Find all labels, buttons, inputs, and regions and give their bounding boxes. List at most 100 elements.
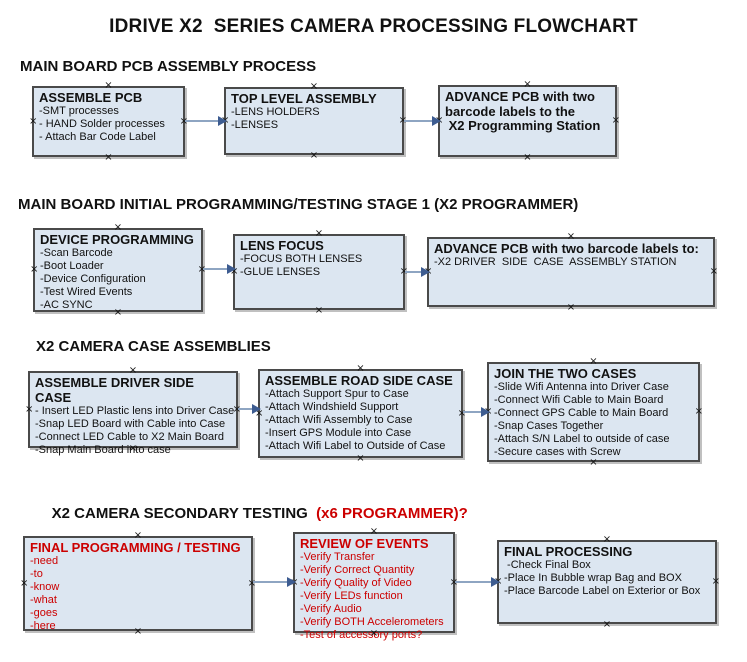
box-item: -Verify LEDs function bbox=[300, 590, 403, 602]
anchor-marker-icon: × bbox=[566, 302, 576, 313]
flow-connector-arrow bbox=[404, 116, 441, 126]
flow-box-advance-pcb-driver-side: × × × × ADVANCE PCB with two barcode lab… bbox=[424, 231, 718, 313]
box-item: -GLUE LENSES bbox=[240, 266, 321, 278]
arrowhead-icon bbox=[252, 404, 261, 414]
box-item: -Scan Barcode bbox=[40, 247, 113, 259]
box-item: -to bbox=[30, 568, 43, 580]
anchor-marker-icon: × bbox=[523, 152, 532, 163]
box-title: ADVANCE PCB with two barcode labels to: bbox=[434, 241, 699, 256]
arrowhead-icon bbox=[421, 267, 430, 277]
anchor-marker-icon: × bbox=[314, 305, 324, 316]
box-item: -Attach Support Spur to Case bbox=[265, 388, 409, 400]
box-title: FINAL PROCESSING bbox=[504, 544, 633, 559]
anchor-marker-icon: × bbox=[611, 115, 620, 126]
anchor-marker-icon: × bbox=[711, 576, 720, 587]
flow-connector-arrow bbox=[185, 116, 227, 126]
flow-connector-arrow bbox=[238, 404, 261, 414]
anchor-marker-icon: × bbox=[128, 365, 138, 376]
anchor-marker-icon: × bbox=[309, 150, 319, 161]
anchor-marker-icon: × bbox=[309, 81, 319, 92]
anchor-marker-icon: × bbox=[20, 577, 29, 589]
box-item: -Test of accessory ports? bbox=[300, 629, 423, 641]
anchor-marker-icon: × bbox=[589, 356, 598, 367]
anchor-marker-icon: × bbox=[523, 79, 532, 90]
arrowhead-icon bbox=[218, 116, 227, 126]
box-title: DEVICE PROGRAMMING bbox=[40, 232, 194, 247]
flow-connector-arrow bbox=[455, 577, 500, 587]
arrowhead-icon bbox=[481, 407, 490, 417]
anchor-marker-icon: × bbox=[104, 80, 113, 91]
anchor-marker-icon: × bbox=[694, 406, 703, 417]
anchor-marker-icon: × bbox=[113, 222, 123, 233]
box-item: -Verify Transfer bbox=[300, 551, 375, 563]
section-heading-initial-programming: MAIN BOARD INITIAL PROGRAMMING/TESTING S… bbox=[18, 196, 579, 213]
box-item: -need bbox=[30, 555, 59, 567]
flow-connector-arrow bbox=[253, 577, 296, 587]
box-item: -Connect GPS Cable to Main Board bbox=[494, 407, 669, 419]
box-item: -X2 DRIVER SIDE CASE ASSEMBLY STATION bbox=[434, 256, 677, 268]
box-item: -what bbox=[30, 594, 57, 606]
box-item: -AC SYNC bbox=[40, 299, 93, 311]
box-title: ASSEMBLE ROAD SIDE CASE bbox=[265, 373, 453, 388]
box-item: -Secure cases with Screw bbox=[494, 446, 621, 458]
flow-box-final-processing: × × × × FINAL PROCESSING -Check Final Bo… bbox=[494, 535, 720, 630]
box-title: REVIEW OF EVENTS bbox=[300, 536, 429, 551]
box-item: -Slide Wifi Antenna into Driver Case bbox=[494, 381, 669, 393]
section-heading-secondary-testing: X2 CAMERA SECONDARY TESTING (x6 PROGRAMM… bbox=[35, 488, 468, 539]
box-item: -here bbox=[30, 620, 56, 632]
box-item: -Connect Wifi Cable to Main Board bbox=[494, 394, 664, 406]
anchor-marker-icon: × bbox=[356, 363, 365, 374]
box-item: -Attach Windshield Support bbox=[265, 401, 399, 413]
box-item: -Place Barcode Label on Exterior or Box bbox=[504, 585, 701, 597]
box-item: -Check Final Box bbox=[504, 559, 591, 571]
box-title: LENS FOCUS bbox=[240, 238, 324, 253]
box-item: -Verify Audio bbox=[300, 603, 362, 615]
flow-connector-arrow bbox=[405, 267, 430, 277]
anchor-marker-icon: × bbox=[589, 457, 598, 468]
anchor-marker-icon: × bbox=[709, 266, 718, 277]
arrowhead-icon bbox=[432, 116, 441, 126]
anchor-marker-icon: × bbox=[566, 231, 576, 242]
box-item: - Attach Bar Code Label bbox=[39, 131, 156, 143]
anchor-marker-icon: × bbox=[356, 453, 365, 464]
flow-box-advance-pcb-programming-station: × × × × ADVANCE PCB with two barcode lab… bbox=[435, 79, 620, 163]
box-item: -Place In Bubble wrap Bag and BOX bbox=[504, 572, 682, 584]
box-item: -LENS HOLDERS bbox=[231, 106, 320, 118]
flow-box-assemble-driver-side-case: × × × × ASSEMBLE DRIVER SIDE CASE - Inse… bbox=[25, 365, 241, 457]
box-item: - HAND Solder processes bbox=[39, 118, 165, 130]
box-item: -Verify Quality of Video bbox=[300, 577, 412, 589]
box-item: -Snap LED Board with Cable into Case bbox=[35, 418, 226, 430]
box-title: JOIN THE TWO CASES bbox=[494, 366, 637, 381]
box-item: -Connect LED Cable to X2 Main Board bbox=[35, 431, 224, 443]
flow-box-assemble-pcb: × × × × ASSEMBLE PCB -SMT processes - HA… bbox=[29, 80, 188, 163]
box-item: -Snap Cases Together bbox=[494, 420, 604, 432]
anchor-marker-icon: × bbox=[25, 403, 34, 415]
box-item: -Attach Wifi Label to Outside of Case bbox=[265, 440, 446, 452]
box-title: ASSEMBLE DRIVER SIDE CASE bbox=[35, 375, 198, 405]
box-title: FINAL PROGRAMMING / TESTING bbox=[30, 540, 241, 555]
section-heading-red-part: (x6 PROGRAMMER)? bbox=[316, 505, 468, 522]
flow-box-final-programming-testing: × × × × FINAL PROGRAMMING / TESTING -nee… bbox=[20, 531, 256, 637]
box-item: -Attach Wifi Assembly to Case bbox=[265, 414, 413, 426]
section-heading-pcb-assembly: MAIN BOARD PCB ASSEMBLY PROCESS bbox=[20, 58, 317, 75]
flow-box-device-programming: × × × × DEVICE PROGRAMMING -Scan Barcode… bbox=[30, 222, 206, 318]
section-heading-case-assemblies: X2 CAMERA CASE ASSEMBLIES bbox=[36, 338, 271, 355]
section-heading-black-part: X2 CAMERA SECONDARY TESTING bbox=[51, 505, 317, 522]
box-item: -LENSES bbox=[231, 119, 279, 131]
box-item: -Boot Loader bbox=[40, 260, 104, 272]
flow-box-top-level-assembly: × × × × TOP LEVEL ASSEMBLY -LENS HOLDERS… bbox=[221, 81, 407, 161]
page-title: IDRIVE X2 SERIES CAMERA PROCESSING FLOWC… bbox=[109, 16, 638, 37]
flow-connector-arrow bbox=[463, 407, 490, 417]
flow-box-assemble-road-side-case: × × × × ASSEMBLE ROAD SIDE CASE -Attach … bbox=[255, 363, 466, 464]
box-item: X2 Programming Station bbox=[445, 118, 601, 133]
box-item: -goes bbox=[30, 607, 58, 619]
box-item: -Device Configuration bbox=[40, 273, 146, 285]
box-item: -know bbox=[30, 581, 60, 593]
box-item: -Insert GPS Module into Case bbox=[265, 427, 412, 439]
box-item: -Attach S/N Label to outside of case bbox=[494, 433, 670, 445]
box-item: -FOCUS BOTH LENSES bbox=[240, 253, 363, 265]
box-item: -Verify Correct Quantity bbox=[300, 564, 415, 576]
anchor-marker-icon: × bbox=[602, 619, 612, 630]
box-title: ASSEMBLE PCB bbox=[39, 90, 143, 105]
